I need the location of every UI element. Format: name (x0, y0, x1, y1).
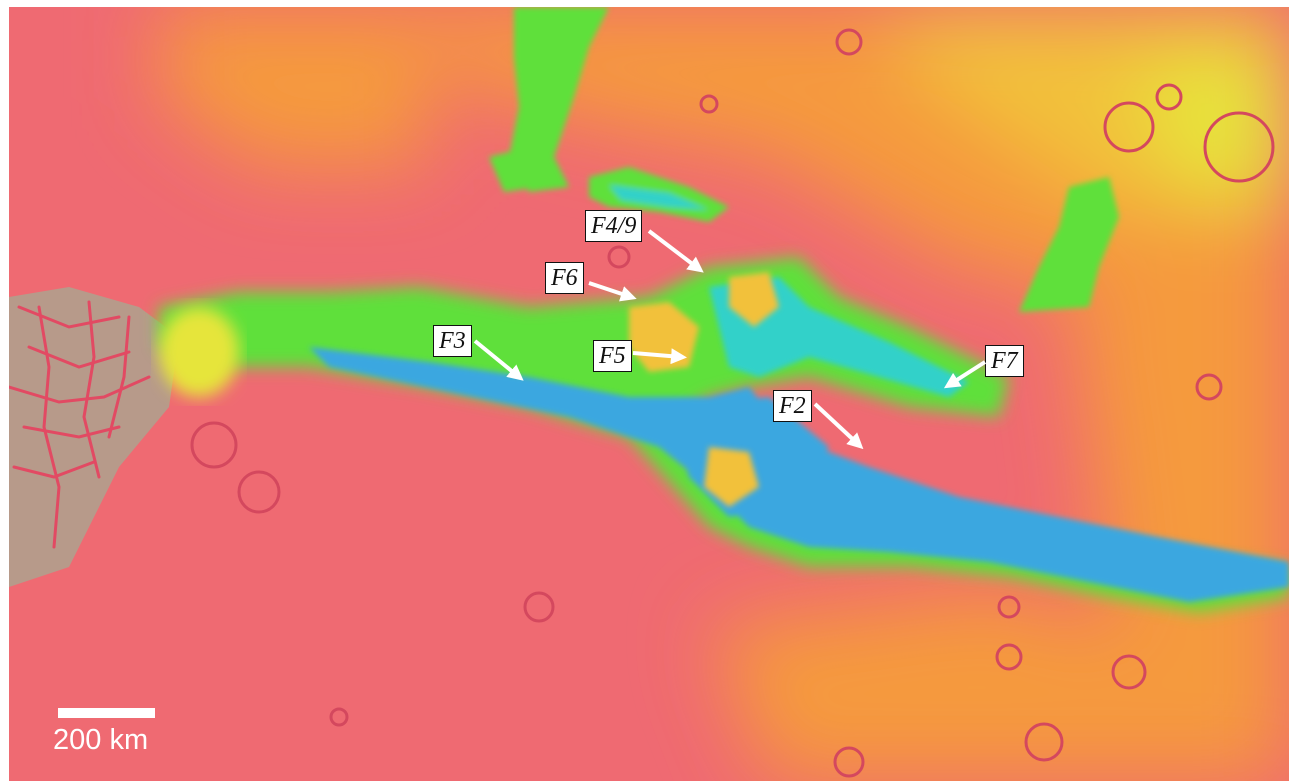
craters (190, 28, 1275, 778)
small-chasma-floor (609, 185, 709, 210)
map-terrain (9, 7, 1289, 781)
scale-bar (58, 708, 155, 718)
label-f3: F3 (433, 325, 472, 357)
fractured-terrain (9, 287, 179, 587)
fracture-lines (9, 300, 151, 549)
northeast-chaos-channel (1019, 177, 1119, 312)
southern-plateau (709, 587, 1159, 781)
northern-channel (509, 7, 609, 192)
scale-bar-label: 200 km (53, 724, 149, 756)
chaos-hills (729, 272, 779, 327)
canyon-head-high (159, 307, 239, 397)
label-f7: F7 (985, 345, 1024, 377)
label-f4-9: F4/9 (585, 210, 643, 242)
label-f6: F6 (545, 262, 584, 294)
northwest-plateau (159, 7, 429, 167)
northern-channel-inlet (489, 147, 539, 192)
chaos-hills (704, 447, 759, 507)
label-f5: F5 (593, 340, 632, 372)
label-f2: F2 (773, 390, 812, 422)
topographic-map: F4/9 F6 F3 F5 F2 F7 200 km (9, 7, 1289, 781)
